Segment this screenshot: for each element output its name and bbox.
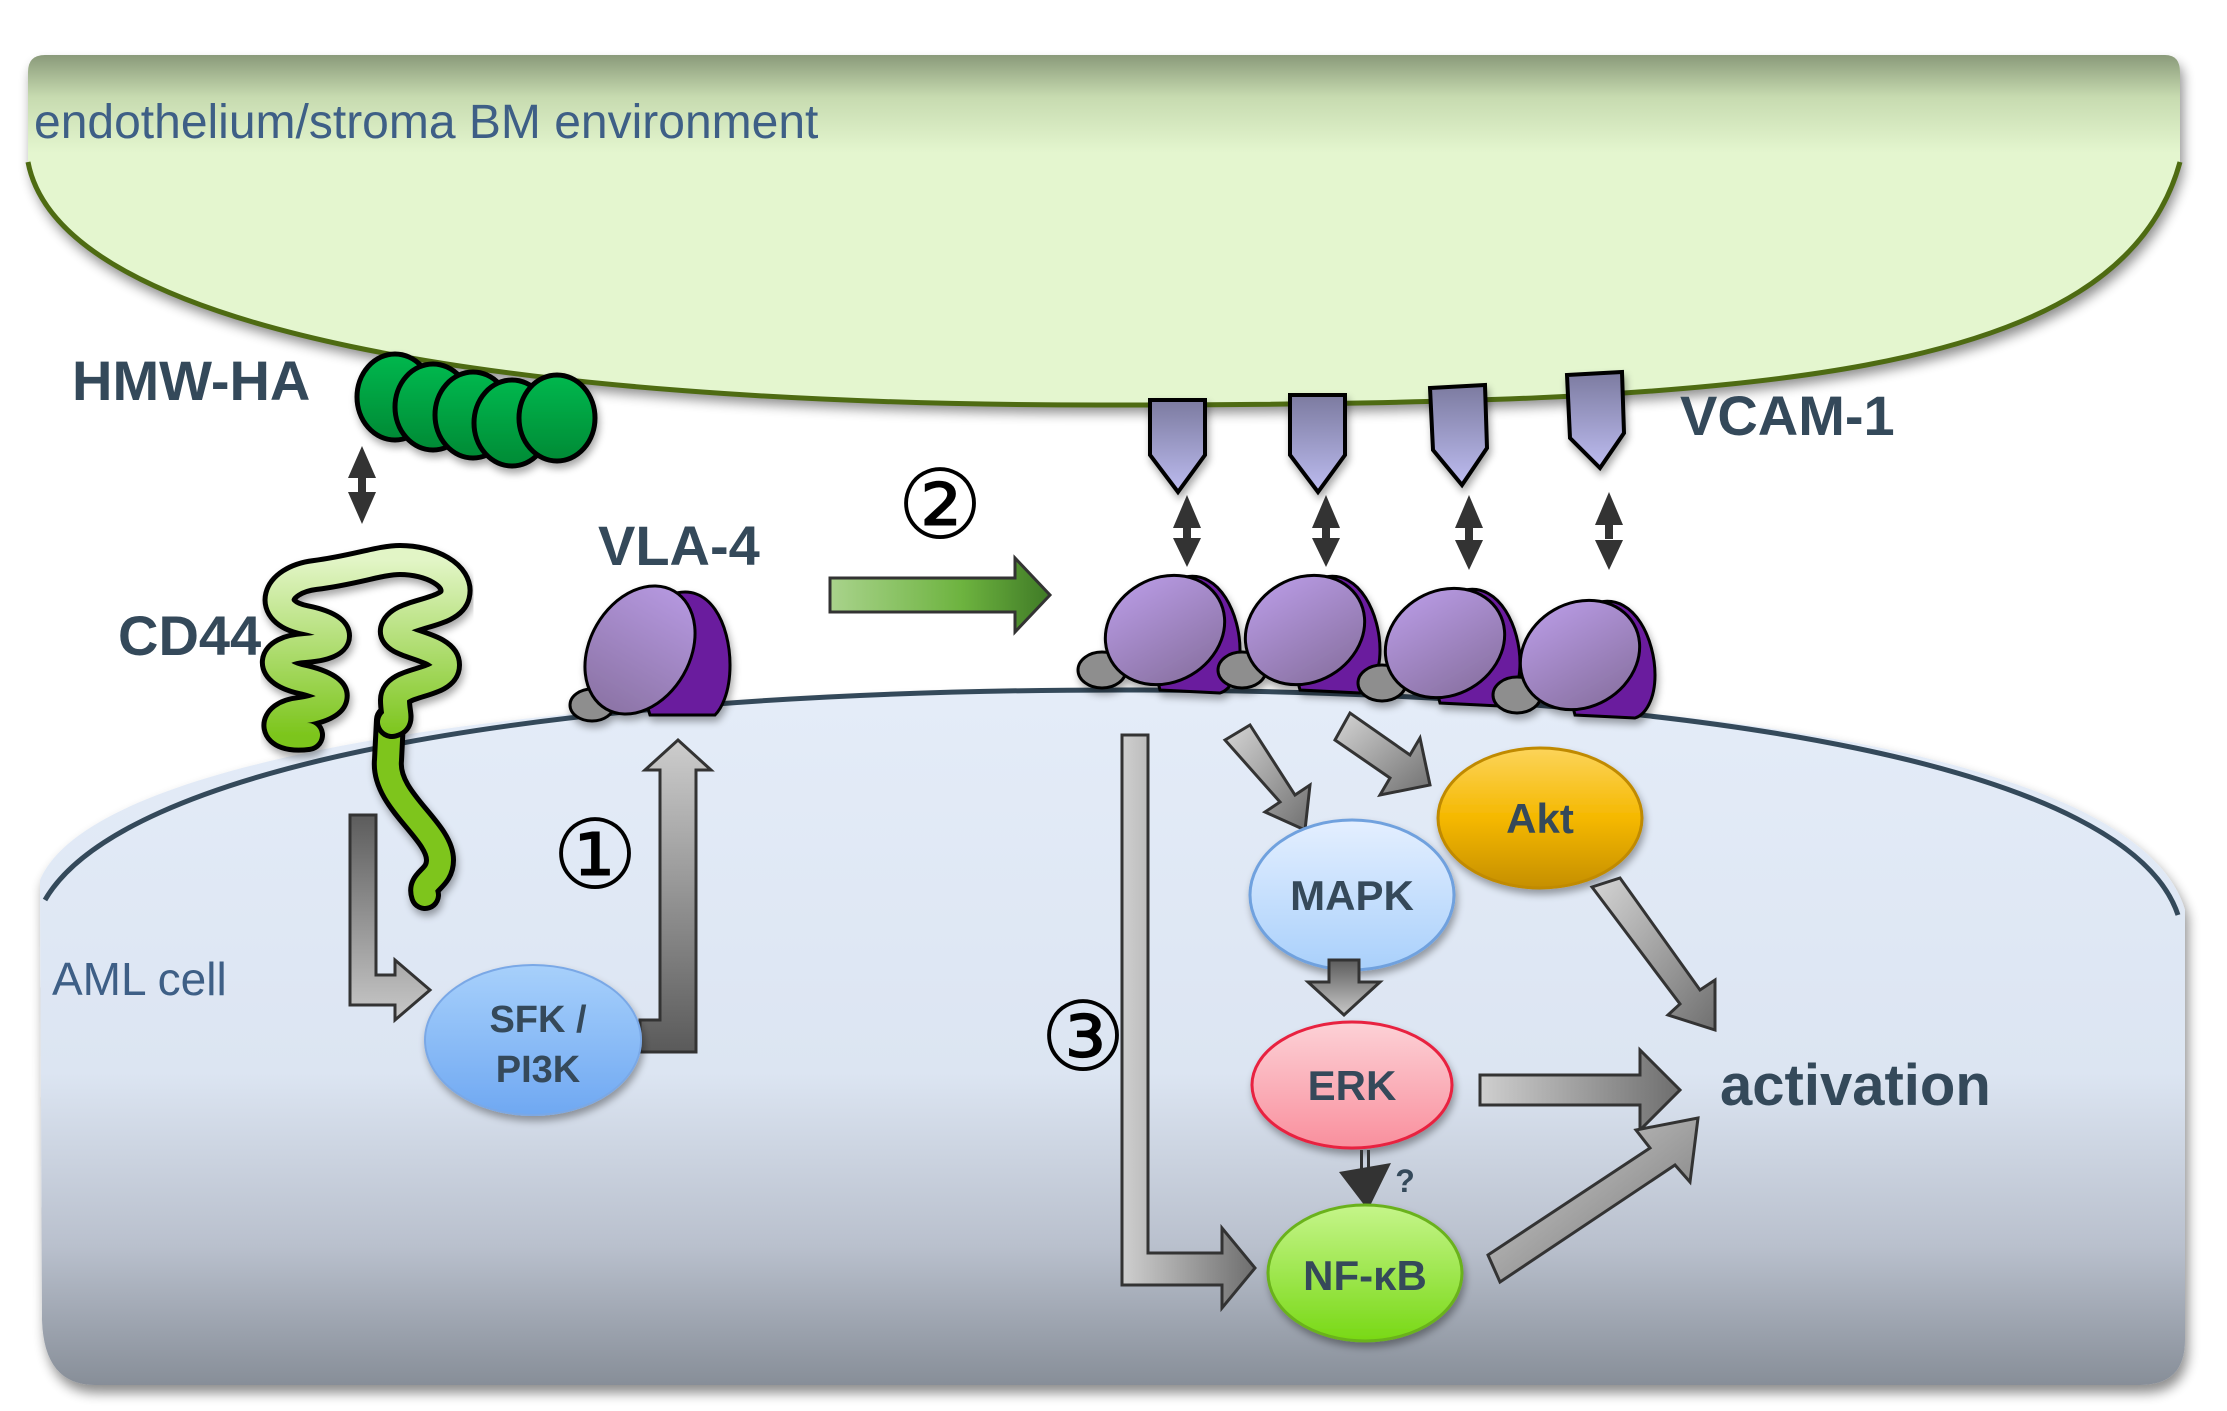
mapk-to-erk-arrow [1304, 958, 1384, 1018]
mapk-node: MAPK [1248, 818, 1456, 972]
vcam1-molecules [1148, 369, 1627, 496]
activation-label: activation [1720, 1053, 1991, 1118]
environment-membrane [25, 161, 2183, 408]
vla4-to-mapk-arrow [1222, 722, 1312, 833]
ha-bead [516, 372, 598, 464]
step-3-arrow-to-nfkb [1120, 733, 1257, 1313]
vla4-active-unit [1076, 573, 1242, 695]
environment-body [28, 55, 2180, 405]
aml-cell-body [40, 690, 2185, 1385]
aml-cell [40, 687, 2185, 1385]
cd44-receptor [260, 543, 473, 911]
binding-arrow [1312, 495, 1340, 567]
vla4-clustered [1076, 573, 1657, 720]
binding-arrow [1173, 495, 1201, 567]
aml-cell-membrane [42, 687, 2181, 916]
vcam1-label: VCAM-1 [1680, 384, 1895, 447]
svg-text:Akt: Akt [1506, 795, 1574, 842]
cd44-label: CD44 [118, 604, 261, 667]
cell-label: AML cell [52, 953, 227, 1005]
vcam1-unit [1288, 393, 1347, 496]
vla4-label: VLA-4 [598, 514, 760, 577]
vcam-vla4-binding-arrows [1173, 492, 1623, 570]
nfkb-to-activation-arrow [1486, 1116, 1700, 1285]
akt-to-activation-arrow [1589, 876, 1717, 1033]
vla4-active-unit [1491, 598, 1657, 720]
uncertain-mark: ? [1395, 1163, 1415, 1199]
vcam1-unit [1564, 369, 1627, 472]
vla4-active-unit [1356, 586, 1522, 708]
binding-arrow [1455, 495, 1483, 570]
vla4-to-akt-arrow [1333, 710, 1432, 798]
step-2-marker: ② [897, 449, 983, 561]
binding-arrow [1595, 492, 1623, 570]
cd44-to-sfk-arrow [348, 813, 433, 1024]
vcam1-unit [1427, 382, 1490, 489]
vcam1-unit [1148, 398, 1207, 496]
environment-label: endothelium/stroma BM environment [34, 96, 818, 149]
vla4-inactive [568, 584, 732, 723]
svg-text:MAPK: MAPK [1290, 872, 1414, 919]
environment [25, 55, 2183, 408]
vla4-active-unit [1216, 573, 1382, 695]
svg-text:ERK: ERK [1308, 1062, 1397, 1109]
erk-node: ERK [1250, 1020, 1454, 1150]
ha-cd44-binding-arrow [348, 446, 376, 524]
hmw-ha-label: HMW-HA [72, 349, 310, 412]
nfkb-node: NF-κB [1266, 1203, 1464, 1343]
step-1-marker: ① [552, 799, 638, 911]
erk-to-activation-arrow [1478, 1046, 1683, 1134]
sfk-pi3k-node: SFK / PI3K [424, 964, 642, 1116]
step-3-marker: ③ [1040, 981, 1126, 1093]
erk-to-nfkb-uncertain-arrow: ? [1339, 1150, 1415, 1210]
hmw-ha-chain [354, 351, 598, 469]
svg-text:NF-κB: NF-κB [1303, 1252, 1427, 1299]
step-2-arrow [828, 554, 1053, 636]
sfk-to-vla4-arrow [638, 737, 715, 1054]
svg-text:PI3K: PI3K [496, 1049, 581, 1091]
akt-node: Akt [1436, 746, 1644, 890]
svg-text:SFK /: SFK / [489, 999, 587, 1041]
